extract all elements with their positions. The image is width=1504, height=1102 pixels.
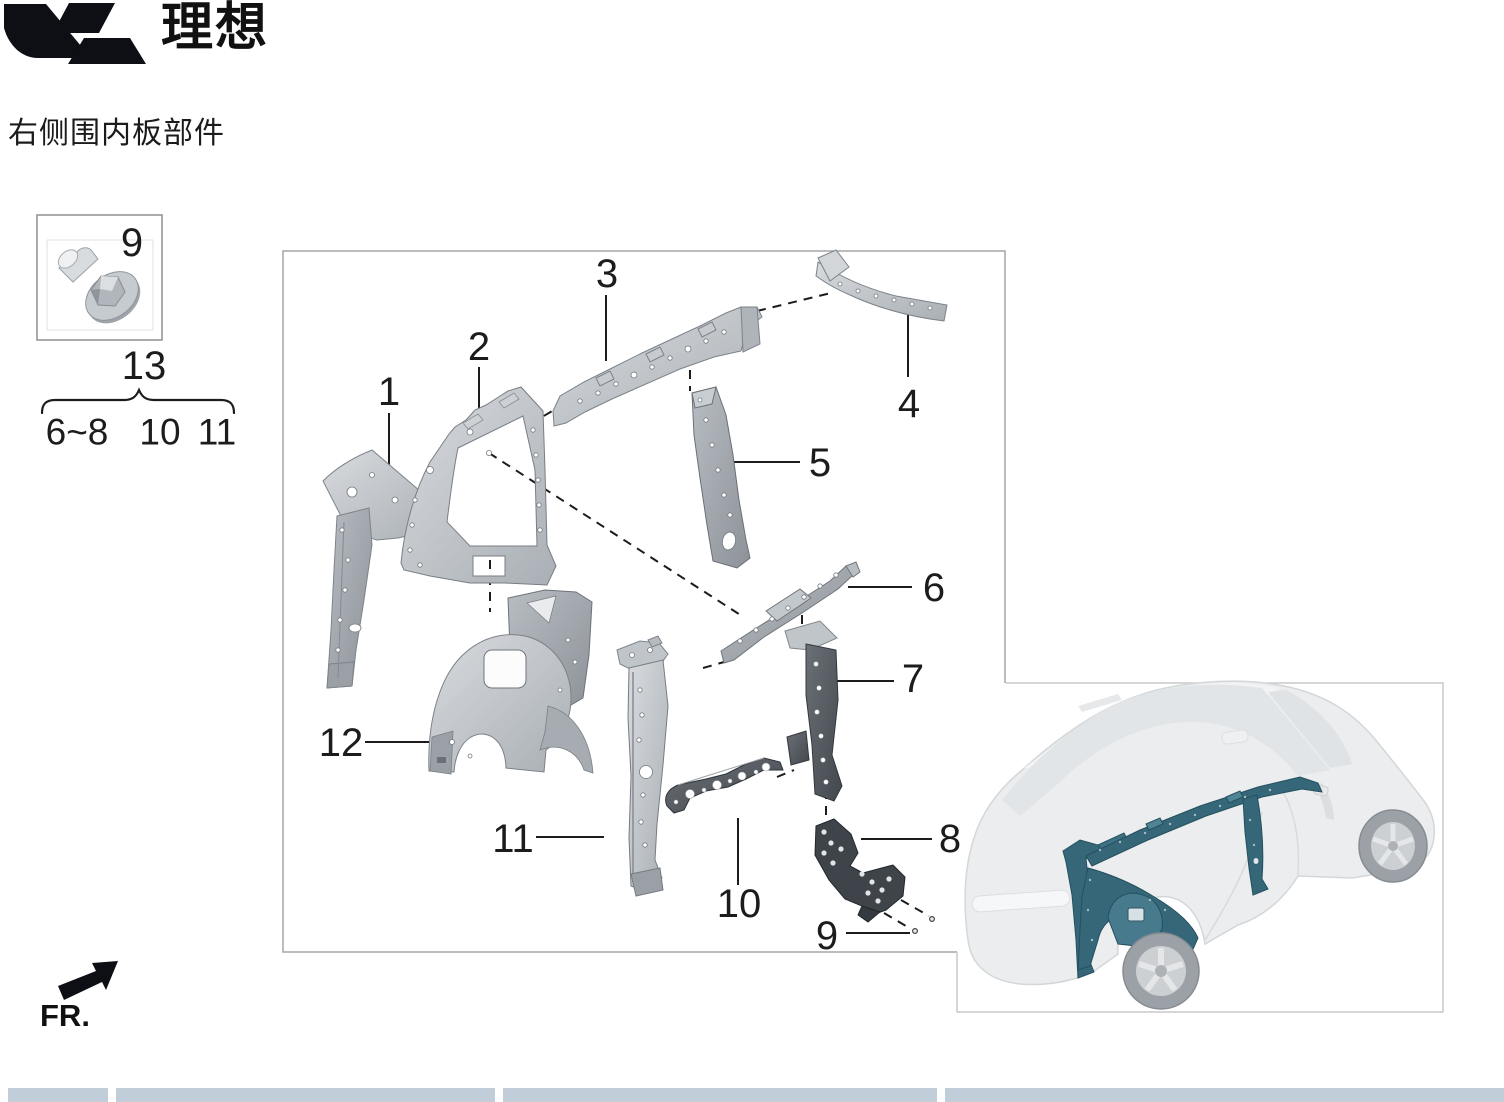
part-3-roof-side-rail — [552, 306, 763, 427]
bolt-inset-box — [36, 214, 163, 341]
fr-direction-label: FR. — [40, 998, 90, 1033]
footer-bar-cell — [8, 1088, 108, 1102]
group-member-range: 6~8 — [45, 411, 109, 453]
group-member-11: 11 — [197, 411, 237, 453]
front-wheel — [1358, 809, 1428, 883]
callout-2: 2 — [467, 325, 491, 369]
part-8-lower-bracket — [814, 818, 906, 923]
footer-bar-cell — [116, 1088, 495, 1102]
bolt-point — [928, 915, 935, 922]
part-6-roof-rail-rear-segment — [720, 561, 861, 664]
footer-bar — [8, 1088, 1504, 1102]
part-5-c-pillar-inner — [691, 386, 751, 569]
rear-wheel — [1122, 932, 1200, 1010]
group-member-10: 10 — [139, 411, 181, 453]
callout-3: 3 — [595, 252, 619, 296]
main-diagram-box — [282, 250, 1006, 953]
bolt-illustration — [57, 247, 141, 324]
callout-leader-lines — [365, 295, 932, 934]
callout-1: 1 — [377, 370, 401, 414]
callout-12: 12 — [318, 721, 364, 765]
footer-bar-cell — [945, 1088, 1504, 1102]
part-12-wheelhouse-inner — [428, 589, 594, 775]
brand-logo-text: 理想 — [161, 0, 270, 57]
callout-7: 7 — [901, 657, 925, 701]
callout-10: 10 — [716, 882, 762, 926]
group-brace — [40, 387, 236, 415]
callout-11: 11 — [492, 817, 534, 861]
group-callout-13: 13 — [121, 344, 167, 388]
inset-callout-9: 9 — [120, 221, 144, 265]
part-7-rear-pillar-reinforcement — [784, 620, 843, 802]
part-2-quarter-inner-frame — [400, 386, 557, 586]
liauto-logo-icon — [4, 3, 146, 64]
vehicle-overview-illustration — [964, 680, 1436, 1010]
callout-9: 9 — [815, 914, 839, 958]
part-10-sill-extension-bracket — [665, 757, 784, 814]
callout-5: 5 — [808, 441, 832, 485]
callout-8: 8 — [938, 817, 962, 861]
front-direction-arrow-icon — [58, 961, 118, 1000]
footer-bar-cell — [503, 1088, 937, 1102]
callout-4: 4 — [897, 382, 921, 426]
part-11-b-pillar-inner — [616, 635, 669, 897]
bolt-point — [911, 927, 918, 934]
part-4-rear-rail-curved — [815, 249, 948, 322]
callout-6: 6 — [922, 566, 946, 610]
page-title: 右侧围内板部件 — [8, 117, 225, 150]
